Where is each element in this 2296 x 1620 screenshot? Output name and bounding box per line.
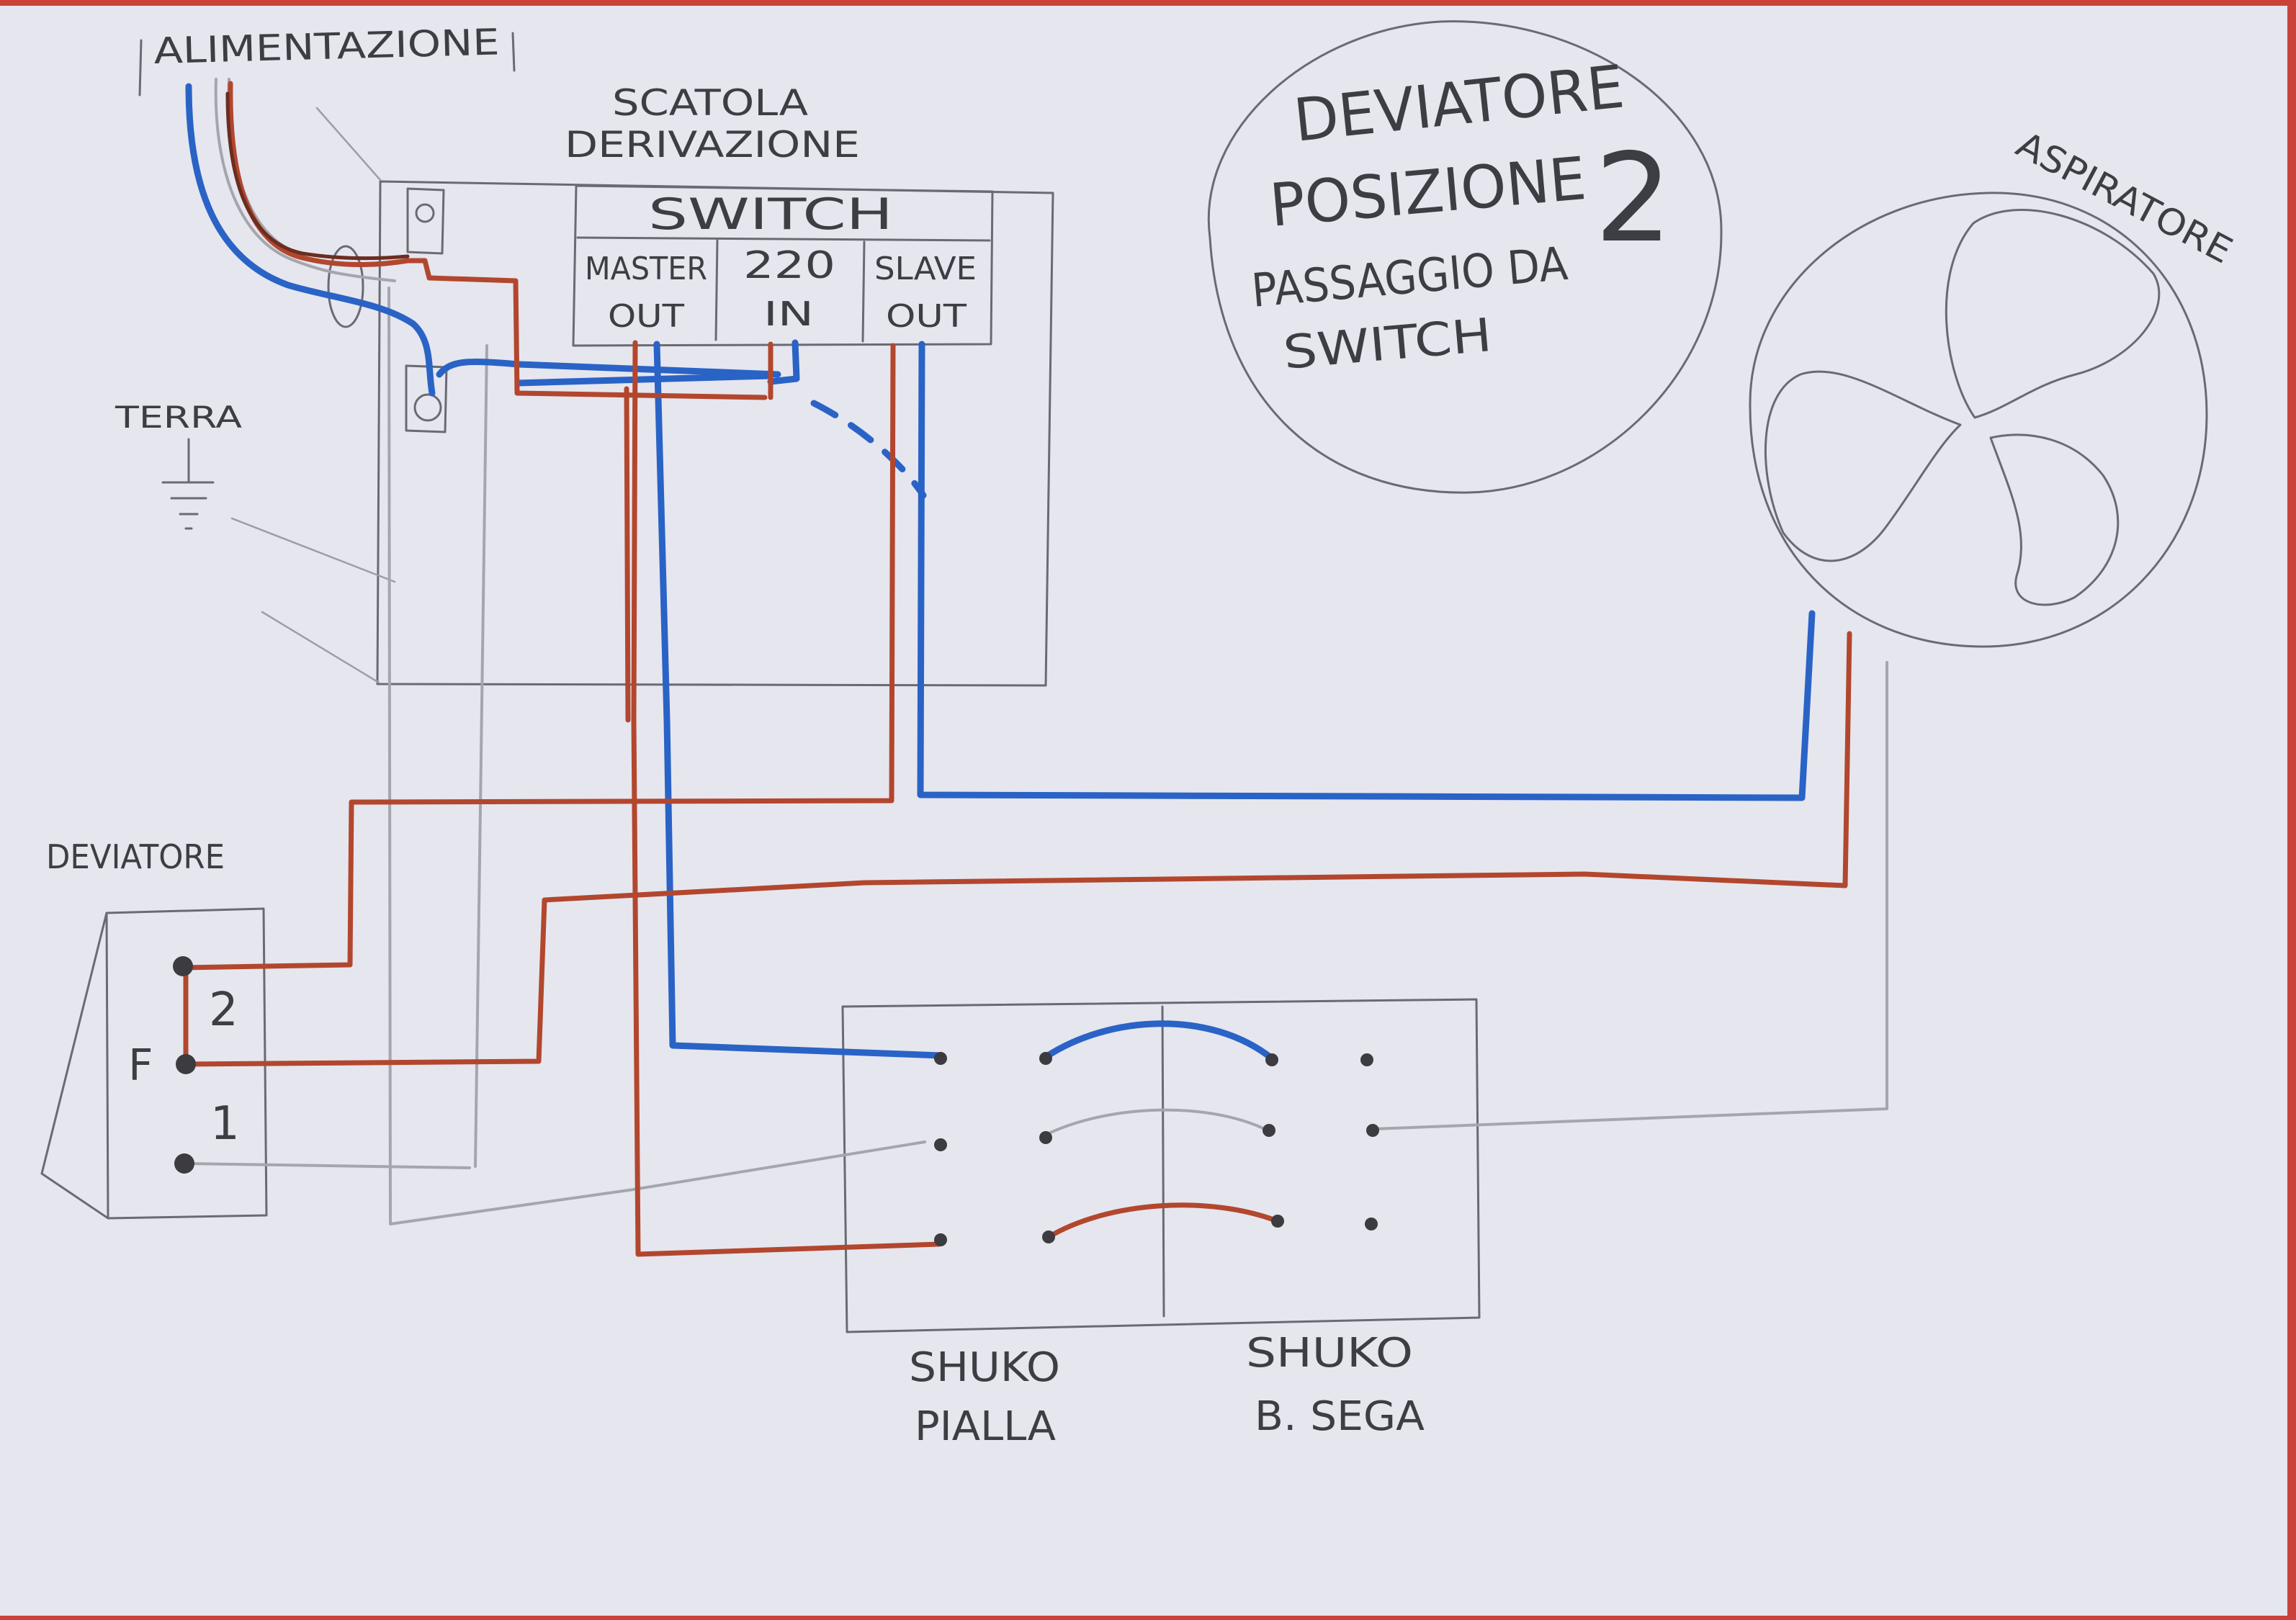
fan-blade-top [1945,209,2161,419]
schuko2-pin-r-bot [1365,1218,1378,1230]
schuko1-pin-r-mid [1039,1131,1052,1144]
neutral-in-terminal [767,339,800,385]
note-line1: DEVIATORE [1291,53,1627,156]
terminal-block-bottom [405,364,448,433]
slave-label-line1: SLAVE [874,251,977,287]
note-line2: POSIZIONE [1267,145,1589,240]
neutral-supply [185,83,436,397]
schuko2-label-line1: SHUKO [1246,1330,1413,1377]
deviatore-label: DEVIATORE [46,837,225,876]
schuko1-pin-l-top [934,1052,947,1065]
schuko1-label-line1: SHUKO [909,1344,1060,1391]
neutral-schuko-bridge [1042,1020,1275,1062]
deviator-terminal-1 [174,1153,194,1174]
alimentazione-label-group: ALIMENTAZIONE [138,21,516,96]
note-number: 2 [1595,127,1672,270]
terra-label: TERRA [115,400,243,435]
terminal-screw-bottom [413,393,442,422]
neutral-to-schuko [653,341,944,1059]
earth-wire-to-fan [1373,661,1888,1130]
schuko2-pin-r-mid [1366,1124,1379,1137]
neutral-dashed [810,400,927,499]
switch-divider-2 [861,240,866,343]
phase-master-second [624,386,631,723]
slave-label-line2: OUT [886,298,967,335]
schuko2-pin-l-mid [1263,1124,1275,1137]
earth-wire-bottom [389,1140,926,1225]
switch-divider-horizontal [576,236,991,242]
schuko2-pin-l-top [1265,1053,1278,1066]
cable-gland [327,245,364,328]
deviator-terminal-2 [173,956,193,976]
schuko1-pin-l-bot [934,1233,947,1246]
schuko1-label-line2: PIALLA [915,1403,1056,1450]
box-bracket-line-2 [261,611,380,684]
earth-wire-down-right [474,344,488,1168]
phase-master-to-schuko [631,340,942,1257]
terminal-block-top [406,187,445,255]
phase-slave-to-deviator [180,343,896,971]
switch-title: SWITCH [648,189,893,240]
alimentazione-label: ALIMENTAZIONE [153,21,500,72]
earth-symbol [161,438,215,530]
deviatore-pos-2: 2 [209,984,238,1037]
phase-supply [228,81,768,400]
neutral-bus [436,359,781,378]
master-label-line2: OUT [608,298,684,335]
earth-wire-supply [214,78,396,282]
terminal-screw-top [415,203,435,223]
schuko-divider [1161,1005,1165,1318]
schuko1-pin-l-mid [934,1138,947,1151]
deviator-switch-body [40,907,268,1220]
scatola-label-line1: SCATOLA [612,82,808,124]
note-line3: PASSAGGIO DA [1250,238,1570,318]
schuko-box [841,998,1481,1333]
fan-blade-left [1764,370,1962,562]
switch-divider-1 [714,239,719,341]
fan-blade-bottom [1989,433,2120,606]
deviator-terminal-f [176,1054,196,1074]
deviatore-pos-1: 1 [210,1097,240,1151]
phase-schuko-bridge [1046,1202,1281,1240]
earth-wire-deviator [183,1162,471,1169]
box-leader-line [315,107,382,181]
deviatore-pos-f: F [128,1040,153,1091]
phase-deviator-to-fan [183,631,1852,1067]
schuko1-pin-r-bot [1042,1230,1055,1243]
in-label-line1: 220 [743,244,835,287]
aspiratore-fan [1749,192,2208,648]
note-circle [1207,20,1723,494]
in-label-line2: IN [763,294,814,333]
neutral-slave-to-fan [917,341,1816,801]
schuko2-label-line2: B. SEGA [1255,1393,1425,1440]
paper-sheet [0,6,2287,1616]
scatola-label-line2: DERIVAZIONE [565,124,860,166]
box-bracket-line-1 [230,517,396,583]
neutral-bus-2 [515,372,774,387]
schuko1-pin-r-top [1039,1052,1052,1065]
switch-module [572,184,994,347]
schuko2-pin-l-bot [1271,1215,1284,1228]
master-label-line1: MASTER [585,251,707,287]
earth-wire-down-left [387,287,392,1224]
earth-wire-supply-2 [227,78,300,255]
schuko2-pin-r-top [1360,1053,1373,1066]
earth-wire-schuko-bridge [1041,1108,1269,1138]
phase-supply-dark [225,91,410,261]
note-line4: SWITCH [1281,309,1494,380]
fan-outer-ring [1749,192,2208,648]
